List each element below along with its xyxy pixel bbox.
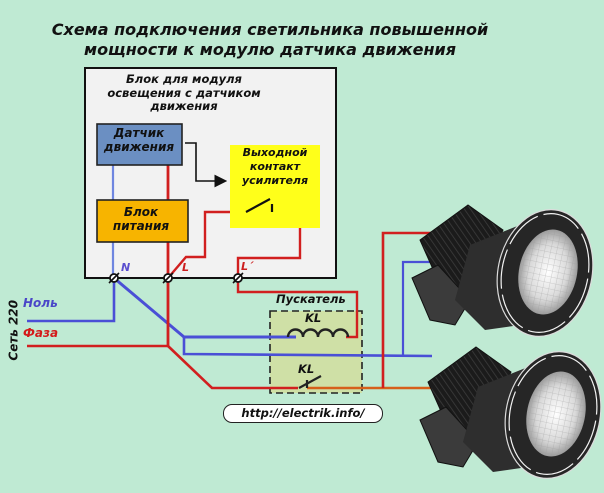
output-switch-blade: [245, 198, 271, 213]
diagram-title: Схема подключения светильника повышенной…: [0, 20, 540, 60]
title-line-2: мощности к модулю датчика движения: [83, 40, 457, 59]
floodlight-top: [411, 204, 594, 337]
terminal-n-label: N: [121, 261, 131, 274]
sensor-control-arrow: [185, 142, 228, 188]
output-contact-block: [230, 145, 320, 228]
terminal-l-prime-label: L´: [241, 260, 254, 273]
neutral-to-lamps-wire: [182, 337, 433, 358]
contactor-label: Пускатель: [276, 292, 346, 306]
title-line-1: Схема подключения светильника повышенной: [51, 20, 489, 39]
output-contact-label: Выходной контакт усилителя: [241, 146, 309, 187]
terminal-n: [108, 272, 120, 284]
phase-label: Фаза: [23, 326, 59, 340]
source-url-badge: http://electrik.info/: [223, 404, 383, 423]
switched-line-to-coil-wire: [236, 278, 359, 339]
lamp-bracket: [419, 406, 479, 468]
motion-sensor-block: [96, 123, 183, 166]
terminal-l-label: L: [182, 261, 190, 274]
contactor-coil: [286, 328, 350, 338]
coil-label: KL: [305, 311, 322, 325]
control-unit-title: Блок для модуля освещения с датчиком дви…: [107, 72, 261, 113]
terminal-l: [162, 272, 174, 284]
contactor-contact-blade: [298, 375, 322, 389]
phase-to-top-lamp-wire: [381, 231, 432, 388]
neutral-to-coil-wire: [113, 276, 296, 339]
neutral-label: Ноль: [23, 296, 58, 310]
contact-label: KL: [298, 362, 315, 376]
lamp-bracket: [411, 264, 471, 326]
neutral-to-top-lamp-wire: [401, 260, 430, 356]
mains-neutral-wire: [27, 278, 116, 323]
floodlight-bottom: [419, 346, 602, 479]
power-supply-label: Блок питания: [112, 205, 170, 233]
phase-to-contact-wire: [167, 345, 298, 390]
motion-sensor-label: Датчик движения: [103, 126, 175, 154]
internal-switch-feed-wire: [167, 210, 246, 279]
mains-label: Сеть 220: [6, 299, 21, 361]
power-supply-block: [96, 199, 189, 243]
terminal-l-prime: [232, 272, 244, 284]
